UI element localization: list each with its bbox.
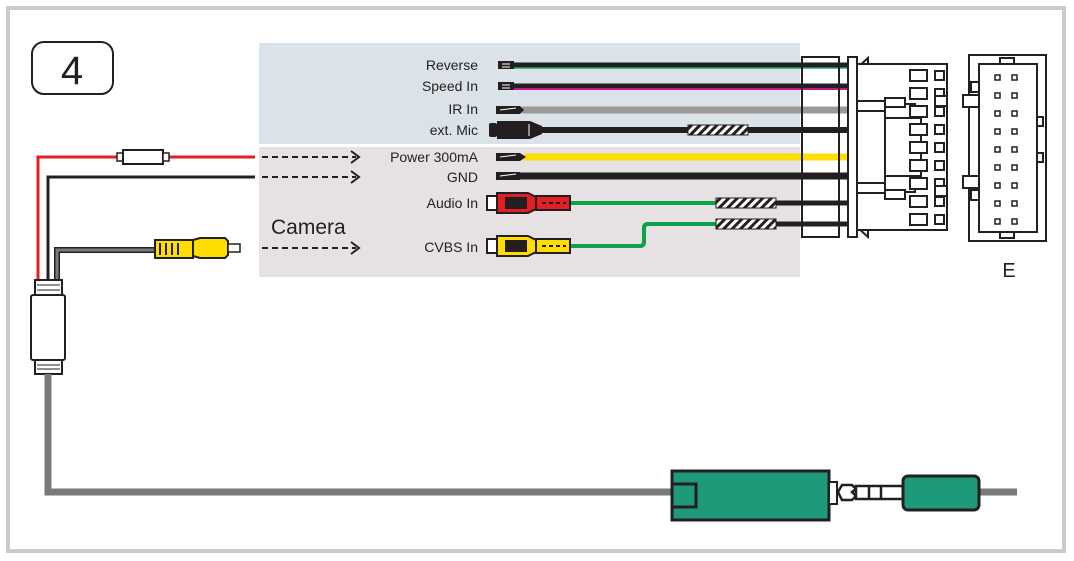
connector-e-label: E	[1002, 260, 1015, 282]
label-reverse: Reverse	[426, 57, 478, 73]
rca-cvbs-in	[486, 235, 571, 257]
label-audio-in: Audio In	[427, 195, 478, 211]
wire-labels: Reverse Speed In IR In ext. Mic Power 30…	[390, 57, 479, 255]
pin-terminal-speed	[498, 82, 514, 90]
blade-terminal-power	[496, 153, 526, 161]
blade-terminal-ir	[496, 106, 524, 114]
fuse-icon	[116, 149, 170, 165]
label-cvbs-in: CVBS In	[424, 239, 478, 255]
harness-connector	[801, 55, 948, 240]
adapter-module	[670, 469, 981, 522]
blade-terminal-gnd	[496, 172, 524, 180]
mic-jack	[489, 121, 542, 139]
harness-wires	[512, 62, 850, 248]
connector-e	[962, 54, 1047, 242]
label-speed-in: Speed In	[422, 78, 478, 94]
camera-label: Camera	[271, 216, 346, 239]
connector-cavities	[909, 69, 948, 226]
connector-e-pins	[994, 74, 1018, 225]
label-gnd: GND	[447, 169, 478, 185]
rca-plug-camera	[154, 237, 241, 259]
label-power: Power 300mA	[390, 149, 479, 165]
rca-audio-in	[486, 192, 571, 214]
label-ext-mic: ext. Mic	[430, 122, 478, 138]
inline-connector	[30, 279, 66, 375]
step-badge: 4	[31, 41, 114, 95]
wire-terminals	[486, 61, 571, 257]
pin-terminal-reverse	[498, 61, 514, 69]
connection-arrows	[262, 150, 361, 255]
label-ir-in: IR In	[448, 101, 478, 117]
step-number: 4	[61, 49, 83, 93]
camera-cable	[30, 149, 1017, 496]
